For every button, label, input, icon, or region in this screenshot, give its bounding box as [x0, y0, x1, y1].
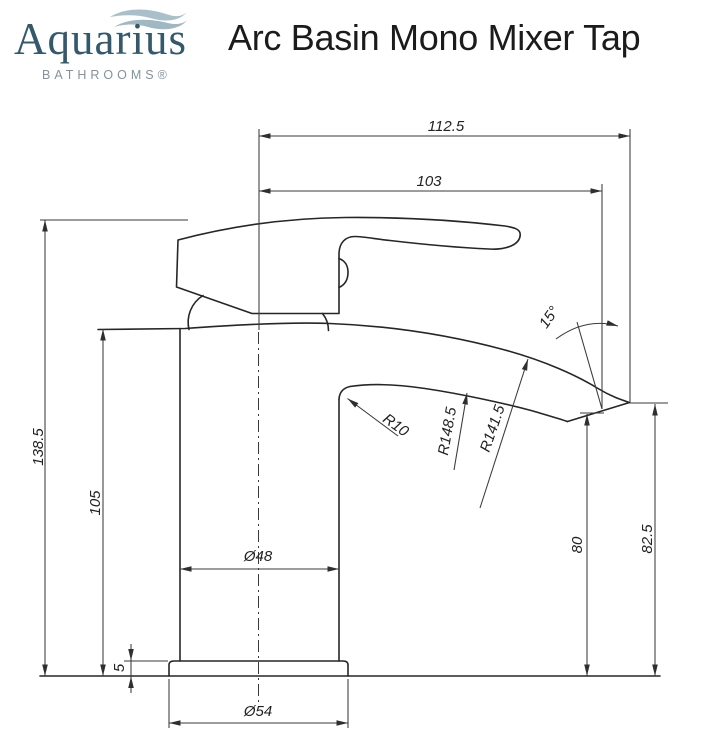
outlet-face: [566, 401, 631, 423]
angle-reference-line: [576, 321, 603, 410]
dome-arc-right: [321, 312, 330, 332]
dim-body-diameter-label: Ø48: [243, 548, 273, 565]
leader-line: [347, 398, 399, 437]
dim-outlet-height: 80: [569, 412, 604, 676]
dimensioning: 112.5 103 138.5 105 80: [30, 118, 668, 728]
dim-radius-inner: R148.5: [435, 392, 468, 471]
angle-arc: [555, 320, 619, 340]
handle-lever-outline: [175, 216, 521, 315]
dim-overall-width: 112.5: [259, 118, 630, 139]
logo-wave-icon: [110, 9, 187, 30]
dim-base-diameter: Ø54: [168, 679, 349, 728]
dim-radius-outer: R141.5: [477, 358, 529, 509]
header: Aquarius BATHROOMS® Arc Basin Mono Mixer…: [0, 0, 709, 100]
base-plate: [168, 660, 349, 677]
dim-tip-height-label: 82.5: [639, 524, 656, 554]
tap-outline: [39, 216, 661, 677]
brand-subtitle: BATHROOMS®: [42, 68, 171, 82]
dim-body-height: 105: [87, 329, 106, 676]
leader-line: [479, 358, 529, 509]
dim-radius-small-label: R10: [380, 410, 413, 440]
page-title: Arc Basin Mono Mixer Tap: [228, 17, 641, 58]
body-spout-top-profile: [97, 322, 631, 404]
dim-outlet-angle-label: 15°: [536, 303, 563, 331]
dim-base-thickness-label: 5: [111, 663, 128, 672]
dim-base-diameter-label: Ø54: [243, 703, 272, 720]
spout-underside: [338, 383, 569, 423]
dim-spout-reach: 103: [259, 173, 602, 194]
dim-tip-height: 82.5: [630, 402, 668, 676]
cartridge-bump: [338, 257, 349, 289]
dim-radius-inner-label: R148.5: [435, 405, 460, 456]
brand-name: Aquarius: [14, 14, 187, 64]
leader-line: [453, 392, 468, 471]
dim-base-thickness: 5: [111, 644, 168, 693]
dim-body-diameter: Ø48: [180, 548, 339, 572]
dim-radius-outer-label: R141.5: [477, 402, 509, 454]
brand-logo: Aquarius BATHROOMS®: [10, 6, 220, 94]
dome-arc-left: [187, 294, 204, 331]
dim-overall-height: 138.5: [30, 219, 188, 676]
dim-body-height-label: 105: [87, 490, 104, 516]
dim-outlet-height-label: 80: [569, 536, 586, 553]
dim-spout-reach-label: 103: [416, 173, 442, 190]
dim-overall-height-label: 138.5: [30, 428, 47, 466]
dim-radius-small: R10: [347, 398, 413, 441]
dim-overall-width-label: 112.5: [428, 118, 465, 135]
